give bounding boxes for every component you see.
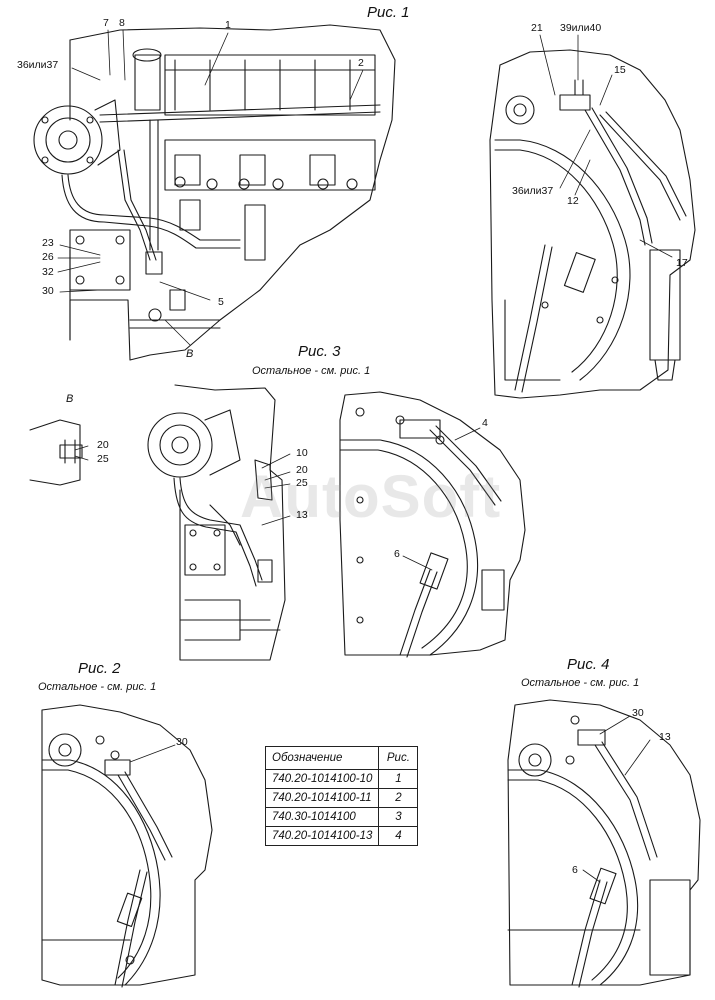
callout-7: 7 <box>103 17 109 29</box>
callout-21: 21 <box>531 22 543 34</box>
fig2-subtitle: Остальное - см. рис. 1 <box>38 681 157 693</box>
callout-20-fig3: 20 <box>296 464 308 476</box>
callout-17: 17 <box>676 257 688 269</box>
callout-30-fig4: 30 <box>632 707 644 719</box>
figure-cell: 1 <box>378 769 419 789</box>
detail-b-view <box>29 419 83 486</box>
designation-cell: 740.20-1014100-10 <box>264 769 380 789</box>
figure-cell: 2 <box>378 788 419 808</box>
callout-32: 32 <box>42 266 54 278</box>
header-figure: Рис. <box>378 746 419 770</box>
callout-15: 15 <box>614 64 626 76</box>
designation-table: Обозначение Рис. 740.20-1014100-10 1 740… <box>264 746 419 846</box>
figure-cell: 4 <box>378 826 419 846</box>
callout-13-fig3: 13 <box>296 509 308 521</box>
figure-cell: 3 <box>378 807 419 827</box>
callout-6-fig3: 6 <box>394 548 400 560</box>
fig2-flywheel-housing <box>41 704 213 988</box>
fig4-title: Рис. 4 <box>567 656 610 673</box>
callout-6-fig4: 6 <box>572 864 578 876</box>
watermark-text: AutoSoft <box>240 463 502 530</box>
fig3-flywheel-housing <box>339 391 526 658</box>
fig3-turbo-assembly <box>147 384 286 661</box>
callout-1: 1 <box>225 19 231 31</box>
callout-26: 26 <box>42 251 54 263</box>
fig4-subtitle: Остальное - см. рис. 1 <box>521 677 640 689</box>
fig3-title: Рис. 3 <box>298 343 341 360</box>
callout-36-or-37-fig1-left: 36или37 <box>17 59 59 71</box>
fig1-flywheel-housing <box>489 49 696 399</box>
table-header-row: Обозначение Рис. <box>264 746 419 770</box>
designation-cell: 740.20-1014100-13 <box>264 826 380 846</box>
callout-4: 4 <box>482 417 488 429</box>
callout-36-or-37-fig1-right: 36или37 <box>512 185 554 197</box>
callout-20-detail-b: 20 <box>97 439 109 451</box>
callout-25-fig3: 25 <box>296 477 308 489</box>
header-designation: Обозначение <box>264 746 380 770</box>
callout-30-fig2: 30 <box>176 736 188 748</box>
fig1-engine-assembly <box>33 24 396 361</box>
table-row: 740.20-1014100-13 4 <box>264 826 419 846</box>
callout-12: 12 <box>567 195 579 207</box>
callout-8: 8 <box>119 17 125 29</box>
leader-lines <box>57 29 673 883</box>
view-b-marker: B <box>186 348 194 360</box>
fig2-title: Рис. 2 <box>78 660 121 677</box>
callout-39-or-40: 39или40 <box>560 22 602 34</box>
callout-23: 23 <box>42 237 54 249</box>
designation-cell: 740.20-1014100-11 <box>264 788 380 808</box>
designation-cell: 740.30-1014100 <box>264 807 380 827</box>
callout-2: 2 <box>358 57 364 69</box>
fig3-subtitle: Остальное - см. рис. 1 <box>252 365 371 377</box>
callout-13-fig4: 13 <box>659 731 671 743</box>
fig1-title: Рис. 1 <box>367 4 410 21</box>
callout-5: 5 <box>218 296 224 308</box>
table-row: 740.20-1014100-11 2 <box>264 788 419 808</box>
fig4-flywheel-housing <box>507 699 701 988</box>
callout-30-fig1: 30 <box>42 285 54 297</box>
callout-25-detail-b: 25 <box>97 453 109 465</box>
callout-10: 10 <box>296 447 308 459</box>
table-row: 740.30-1014100 3 <box>264 807 419 827</box>
table-row: 740.20-1014100-10 1 <box>264 769 419 789</box>
detail-b-title: B <box>66 393 74 405</box>
